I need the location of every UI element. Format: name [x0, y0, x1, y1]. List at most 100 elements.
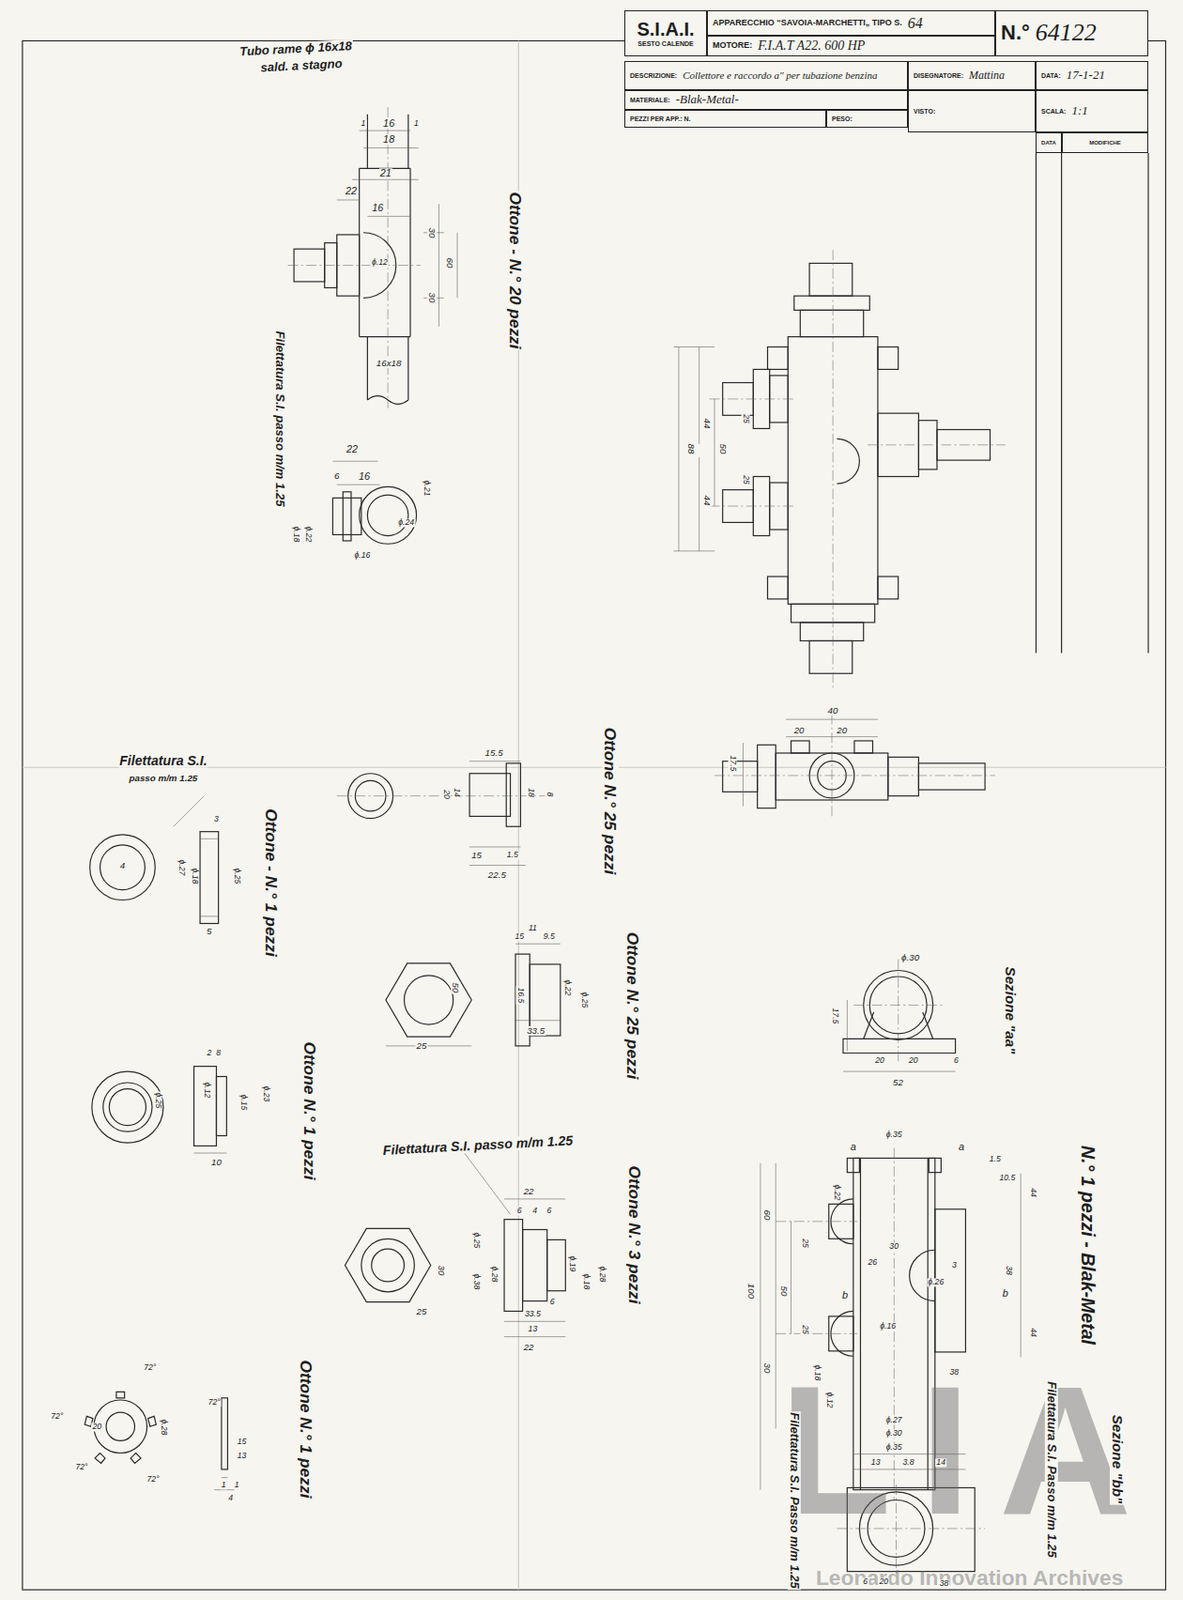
- dimension-label: 18: [526, 786, 536, 799]
- tube-tee-part-line: [337, 130, 458, 327]
- dimension-label: 1: [233, 1480, 241, 1490]
- part-note: Filettatura S.I. passo m/m 1.25: [381, 1133, 574, 1158]
- field-value: SESTO CALENDE: [637, 40, 693, 48]
- part-note: Filettatura S.I. passo m/m 1.25: [273, 329, 287, 507]
- ring-part-b-line: [92, 1071, 164, 1143]
- dimension-label: 25: [414, 1041, 428, 1051]
- dimension-label: 20: [441, 788, 450, 800]
- collector-front-view-line: [877, 346, 899, 369]
- part-note: Ottone N.° 1 pezzi: [301, 1040, 319, 1181]
- ring-part-a-line: [173, 796, 219, 917]
- dimension-label: ϕ.25: [153, 1090, 163, 1109]
- dimension-label: 6: [952, 1057, 960, 1066]
- collector-top-view-line: [714, 714, 996, 817]
- section-longitudinal-line: [846, 1157, 860, 1172]
- collector-front-view-line: [809, 640, 853, 674]
- star-washer-line: [84, 1391, 156, 1463]
- field-value: 1:1: [1071, 104, 1088, 118]
- dimension-label: 40: [827, 705, 840, 715]
- field-label: MOTORE:: [712, 41, 753, 51]
- part-note: Ottone N.° 25 pezzi: [601, 726, 619, 876]
- collector-front-view-line: [768, 346, 789, 369]
- part-note: Ottone - N.° 1 pezzi: [262, 807, 280, 958]
- field-value: 64122: [1035, 19, 1097, 47]
- dimension-label: ϕ.21: [422, 478, 431, 497]
- dimension-label: ϕ.12: [370, 259, 389, 268]
- tube-tee-part-line: [288, 107, 421, 409]
- dimension-label: ϕ.18: [189, 866, 199, 885]
- hex-nut-b-line: [371, 1248, 405, 1282]
- tube-end-view-line: [332, 460, 380, 485]
- field-label: MODIFICHE: [1089, 139, 1122, 147]
- dimension-label: 3: [213, 814, 220, 824]
- dimension-label: 100: [746, 1282, 756, 1300]
- hex-nut-b-line: [547, 1239, 567, 1291]
- dimension-label: 1: [413, 119, 420, 128]
- dimension-label: 22: [344, 186, 358, 198]
- dimension-label: 30: [435, 1264, 446, 1277]
- ring-part-b-line: [215, 1076, 227, 1137]
- dimension-label: ϕ.27: [885, 1416, 904, 1426]
- part-note: Ottone N.° 3 pezzi: [626, 1165, 644, 1306]
- field-label: N.°: [1000, 21, 1030, 45]
- field-label: DISEGNATORE:: [913, 72, 964, 80]
- ring-part-a: [90, 796, 219, 924]
- dimension-label: 30: [888, 1243, 900, 1252]
- dimension-label: 13: [236, 1452, 248, 1461]
- dimension-label: 15: [470, 850, 483, 861]
- dimension-label: 16.5: [516, 985, 525, 1004]
- field-label: PESO:: [831, 115, 853, 123]
- collector-front-view-line: [794, 295, 870, 310]
- dimension-label: 44: [702, 417, 712, 431]
- collector-front-view-line: [877, 576, 899, 600]
- dimension-label: 72°: [207, 1398, 222, 1407]
- collector-front-view: [674, 249, 1006, 689]
- field-label: APPARECCHIO “SAVOIA-MARCHETTI„ TIPO S.: [712, 18, 903, 29]
- dimension-label: 26: [867, 1258, 879, 1267]
- hex-nut-a-line: [404, 975, 454, 1025]
- hex-nut-b: [344, 1152, 566, 1337]
- dimension-label: 10.5: [998, 1174, 1016, 1183]
- dimension-label: ϕ.12: [201, 1080, 211, 1099]
- approval-cell: VISTO:: [907, 90, 1036, 133]
- watermark: LIA: [778, 1366, 1161, 1532]
- dimension-label: ϕ.26: [926, 1278, 945, 1288]
- part-note: Ottone N.° 25 pezzi: [624, 930, 642, 1080]
- dimension-label: ϕ.25: [579, 991, 588, 1010]
- dimension-label: ϕ.18: [581, 1273, 590, 1291]
- description-cell: DESCRIZIONE:Collettore e raccordo a" per…: [624, 61, 908, 91]
- collector-front-view-line: [674, 346, 715, 551]
- dimension-label: 44: [1028, 1186, 1037, 1199]
- dimension-label: 13: [870, 1458, 882, 1467]
- dimension-label: 72°: [49, 1412, 64, 1421]
- dimension-label: 72°: [145, 1475, 160, 1485]
- dimension-label: 6: [333, 470, 340, 480]
- dimension-label: 16: [357, 471, 371, 482]
- dimension-label: 88: [686, 443, 696, 456]
- dimension-label: 38: [1003, 1264, 1013, 1276]
- ring-part-a-line: [90, 834, 156, 901]
- part-note: Filettatura S.I.: [118, 752, 208, 768]
- dimension-label: 72°: [74, 1463, 89, 1473]
- collector-front-view-line: [799, 622, 863, 642]
- dimension-label: 14: [451, 786, 461, 799]
- field-label: DATA: [1041, 139, 1057, 147]
- field-label: MATERIALE:: [629, 96, 671, 105]
- dimension-label: ϕ.19: [567, 1254, 576, 1273]
- field-label: SCALA:: [1041, 107, 1066, 116]
- dimension-label: 16: [370, 202, 385, 214]
- dimension-label: 20: [793, 725, 806, 736]
- dimension-label: 52: [891, 1077, 905, 1088]
- dimension-label: ϕ.28: [598, 1264, 607, 1283]
- dimension-label: 8: [544, 790, 554, 798]
- dimension-label: 10: [210, 1157, 223, 1168]
- scale-cell: SCALA: 1:1: [1035, 90, 1149, 133]
- dimension-label: ϕ.12: [824, 1391, 833, 1410]
- dimension-label: 38: [938, 1579, 951, 1588]
- dimension-label: ϕ.35: [885, 1444, 904, 1453]
- dimension-label: ϕ.28: [158, 1417, 168, 1436]
- dimension-label: 5: [205, 926, 213, 937]
- revision-date-header: DATA: [1035, 132, 1062, 154]
- dimension-label: 15: [236, 1437, 248, 1446]
